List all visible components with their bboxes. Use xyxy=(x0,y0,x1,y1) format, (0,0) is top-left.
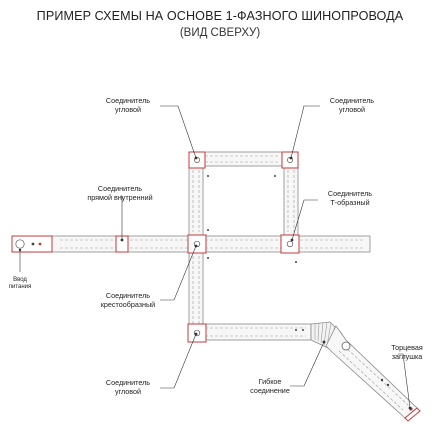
t-connector xyxy=(280,234,300,254)
label-corner-top-right-line2: угловой xyxy=(339,105,365,114)
corner-connector-top-left xyxy=(188,151,206,169)
label-straight-line1: Соединитель xyxy=(98,184,142,193)
label-cross-line1: Соединитель xyxy=(106,291,150,300)
corner-connector-bottom xyxy=(187,323,207,343)
leader-end-cap xyxy=(398,353,412,410)
end-cap xyxy=(404,407,421,422)
leader-t xyxy=(290,199,318,242)
leader-straight xyxy=(120,195,124,242)
cross-connector xyxy=(187,234,207,254)
rail-left-lower xyxy=(188,251,204,331)
leader-flexible xyxy=(290,340,326,387)
diagram-title: ПРИМЕР СХЕМЫ НА ОСНОВЕ 1-ФАЗНОГО ШИНОПРО… xyxy=(36,9,404,23)
label-flexible-line2: соединение xyxy=(250,386,290,395)
label-corner-top-left-line1: Соединитель xyxy=(106,96,150,105)
label-corner-bottom-line1: Соединитель xyxy=(106,378,150,387)
rail-left-upper xyxy=(188,165,204,237)
leader-corner-top-left xyxy=(160,105,198,160)
label-straight-line2: прямой внутренний xyxy=(87,193,152,202)
label-power-line1: Ввод xyxy=(13,277,27,283)
label-flexible-line1: Гибкое xyxy=(259,377,282,386)
corner-connector-top-right xyxy=(281,151,299,169)
rail-screws xyxy=(207,175,304,331)
leader-cross xyxy=(160,244,198,301)
rail-top xyxy=(198,151,286,167)
leader-power xyxy=(18,248,22,272)
leader-corner-top-right xyxy=(289,105,320,160)
label-end-cap-line2: заглушка xyxy=(392,352,423,361)
label-end-cap-line1: Торцевая xyxy=(391,343,423,352)
label-cross-line2: крестообразный xyxy=(101,300,155,309)
power-input-connector xyxy=(11,235,53,253)
label-power-line2: питания xyxy=(9,284,32,290)
label-t-line1: Соединитель xyxy=(328,189,372,198)
rail-diagonal xyxy=(325,325,418,419)
rail-right-upper xyxy=(283,165,299,237)
rail-bottom xyxy=(198,323,312,341)
diagram-subtitle: (ВИД СВЕРХУ) xyxy=(179,27,261,39)
label-corner-top-right-line1: Соединитель xyxy=(330,96,374,105)
leader-corner-bottom xyxy=(160,332,198,389)
label-corner-bottom-line2: угловой xyxy=(115,387,141,396)
label-t-line2: Т-образный xyxy=(330,198,369,207)
label-corner-top-left-line2: угловой xyxy=(115,105,141,114)
